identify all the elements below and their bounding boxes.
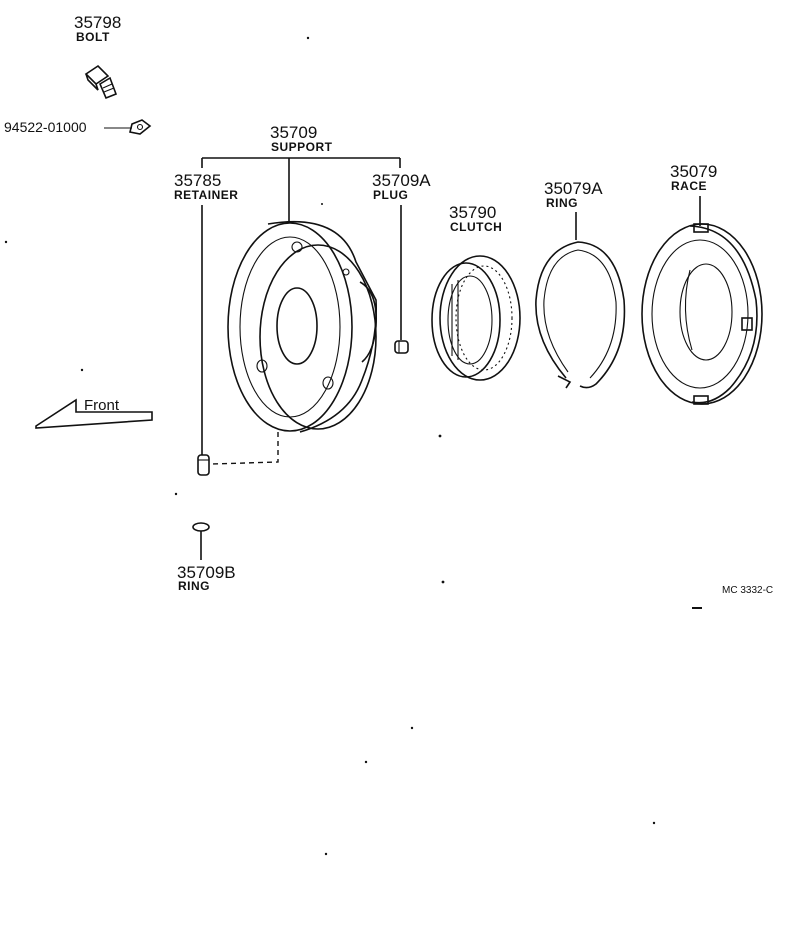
speck — [324, 852, 328, 856]
support-front-face — [227, 222, 353, 432]
ring-b-shape — [192, 522, 210, 532]
ring-a-outer-arc — [535, 241, 626, 389]
ring-a-gap — [557, 375, 572, 389]
race-callout[interactable]: 35079 RACE — [670, 162, 717, 193]
support-callout[interactable]: 35709 SUPPORT — [270, 123, 333, 154]
speck — [441, 580, 445, 584]
washer-part-number: 94522-01000 — [4, 119, 87, 135]
bolt-drawing[interactable] — [84, 64, 118, 100]
clutch-part-name: CLUTCH — [450, 220, 502, 234]
retainer-callout[interactable]: 35785 RETAINER — [174, 171, 238, 202]
ring-a-drawing[interactable] — [535, 212, 626, 389]
bolt-part-number: 35798 — [74, 13, 121, 32]
clutch-front-rim — [431, 262, 501, 378]
support-bolt-hole-top — [291, 241, 303, 253]
race-inner-rim — [651, 239, 749, 389]
speck — [438, 434, 442, 438]
ring-b-callout[interactable]: 35709B RING — [177, 563, 236, 593]
ring-a-part-name: RING — [546, 196, 578, 210]
front-arrow-shape — [35, 398, 153, 429]
clutch-sprags — [455, 265, 513, 371]
washer-callout[interactable]: 94522-01000 — [4, 119, 87, 135]
plug-callout[interactable]: 35709A PLUG — [372, 171, 431, 202]
bolt-shank — [98, 76, 118, 100]
support-center-bore — [276, 287, 318, 365]
bolt-head-side — [85, 73, 99, 91]
figure-reference: MC 3332-C — [722, 585, 773, 596]
plug-body — [394, 340, 409, 354]
retainer-dash-line — [211, 432, 279, 465]
race-tab-bottom — [693, 395, 709, 405]
support-bolt-hole-left — [256, 359, 268, 373]
support-part-number: 35709 — [270, 123, 317, 142]
washer-drawing[interactable] — [104, 119, 152, 135]
retainer-pin — [197, 454, 210, 476]
race-tab-top — [693, 223, 709, 233]
scan-specks — [4, 36, 702, 856]
support-small-hole — [342, 268, 350, 276]
plug-part-name: PLUG — [373, 188, 408, 202]
ring-b-part-number: 35709B — [177, 563, 236, 582]
speck — [306, 36, 310, 40]
ring-b-drawing[interactable] — [192, 522, 210, 560]
race-part-name: RACE — [671, 179, 707, 193]
speck — [692, 607, 702, 609]
clutch-drawing[interactable] — [431, 255, 521, 381]
race-part-number: 35079 — [670, 162, 717, 181]
bolt-callout[interactable]: 35798 BOLT — [74, 13, 121, 44]
race-body-side — [689, 225, 758, 404]
support-drawing[interactable] — [211, 220, 378, 465]
speck — [174, 492, 178, 496]
race-front-rim — [641, 223, 763, 405]
speck — [80, 368, 84, 372]
clutch-inner-rim — [447, 275, 493, 365]
front-arrow-label: Front — [84, 397, 120, 414]
ring-b-part-name: RING — [178, 579, 210, 593]
race-bore-shadow — [684, 269, 693, 351]
support-inner-rim — [239, 236, 341, 418]
clutch-cage-lines — [451, 280, 459, 360]
front-arrow: Front — [35, 397, 153, 429]
washer-hole — [136, 123, 144, 131]
speck — [652, 821, 656, 825]
ring-a-callout[interactable]: 35079A RING — [544, 179, 603, 210]
bolt-head — [84, 64, 110, 86]
clutch-part-number: 35790 — [449, 203, 496, 222]
support-bolt-hole-right — [322, 376, 334, 390]
race-drawing[interactable] — [641, 196, 763, 405]
bolt-part-name: BOLT — [76, 30, 110, 44]
retainer-drawing[interactable] — [197, 454, 210, 476]
plug-part-number: 35709A — [372, 171, 431, 190]
speck — [4, 240, 8, 244]
speck — [364, 760, 368, 764]
retainer-part-number: 35785 — [174, 171, 221, 190]
retainer-part-name: RETAINER — [174, 188, 238, 202]
support-back-rim — [259, 244, 377, 430]
ring-a-part-number: 35079A — [544, 179, 603, 198]
race-bore — [679, 263, 733, 361]
clutch-outer-rim — [439, 255, 521, 381]
race-tab-side — [741, 317, 753, 331]
ring-a-inner-arc — [543, 249, 617, 379]
clutch-callout[interactable]: 35790 CLUTCH — [449, 203, 502, 234]
washer-shape — [129, 119, 152, 135]
speck — [321, 203, 323, 205]
plug-drawing[interactable] — [394, 340, 409, 354]
bolt-thread — [102, 83, 115, 93]
support-part-name: SUPPORT — [271, 140, 333, 154]
speck — [410, 726, 414, 730]
support-hub — [359, 281, 377, 363]
support-leader-lines — [201, 157, 402, 455]
